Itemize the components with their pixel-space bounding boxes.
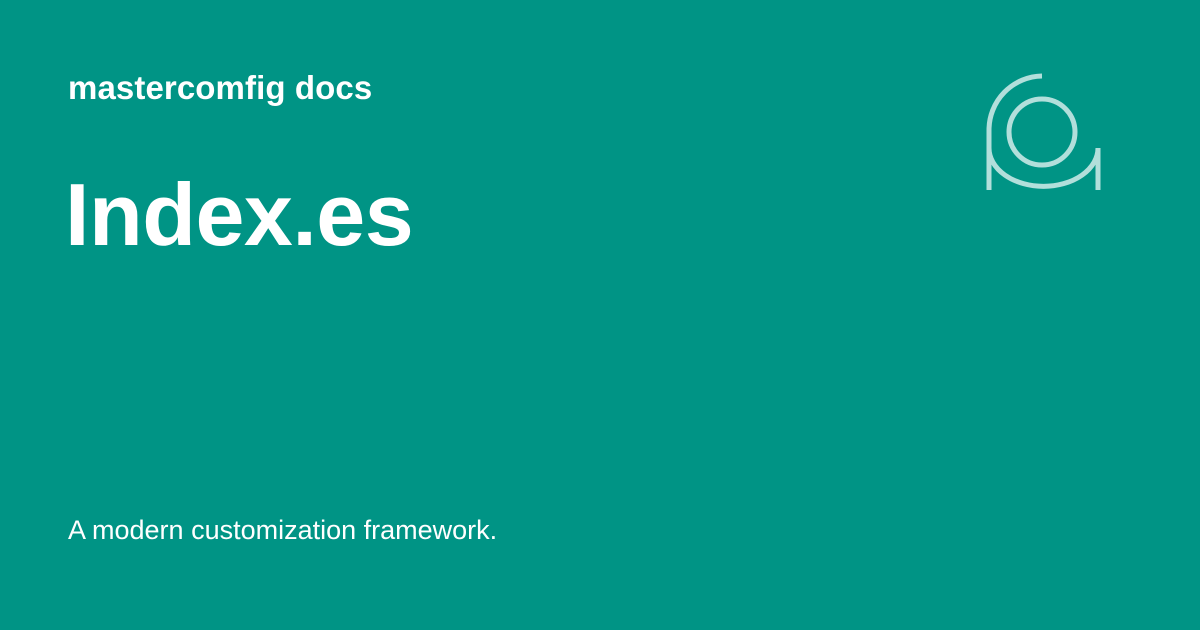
site-name: mastercomfig docs	[68, 69, 373, 106]
mastercomfig-logo-icon	[980, 68, 1110, 198]
page-description: A modern customization framework.	[68, 515, 498, 545]
page-title: Index.es	[65, 165, 414, 264]
